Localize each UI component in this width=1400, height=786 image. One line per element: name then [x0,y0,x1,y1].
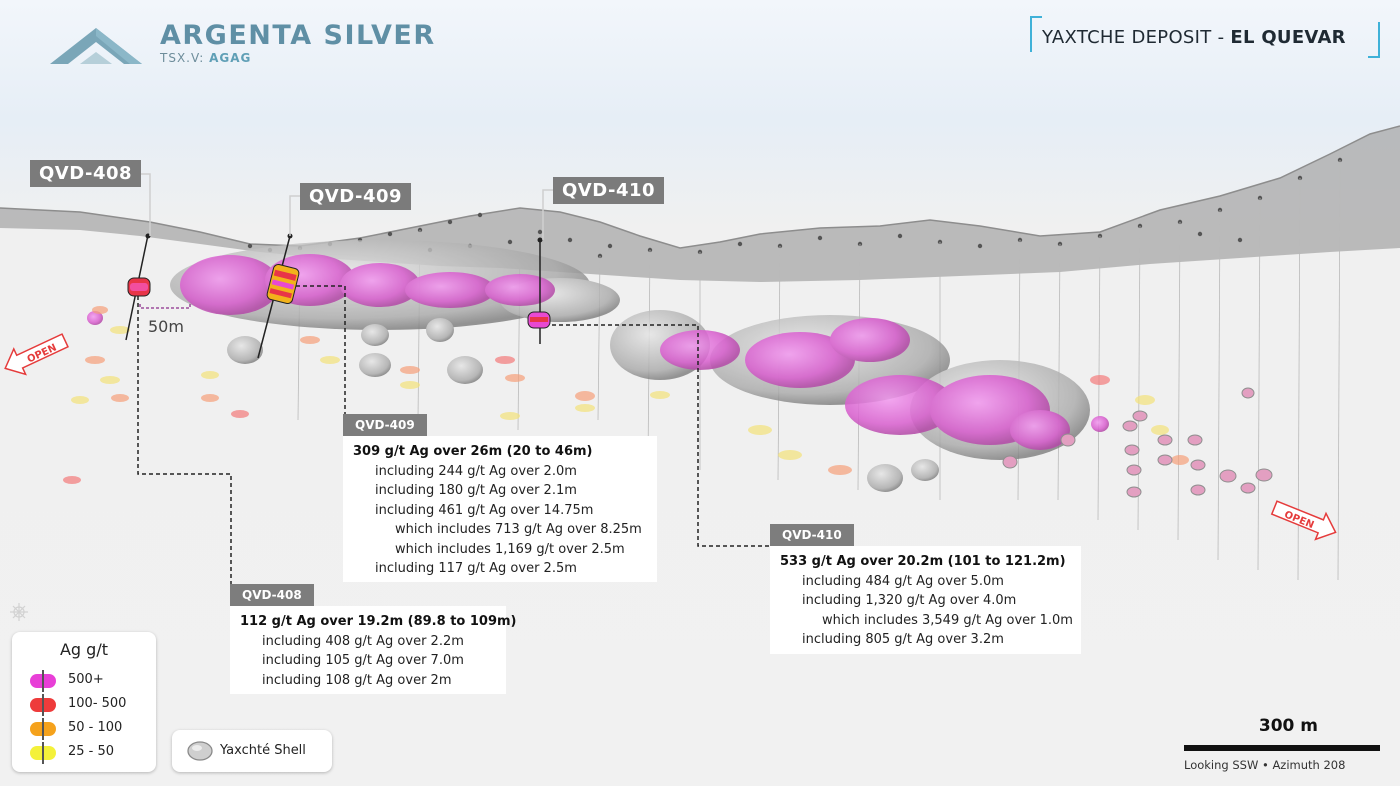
view-direction: Looking SSW • Azimuth 208 [1184,758,1346,772]
scale-line [1184,745,1380,751]
deposit-title-text: YAXTCHE DEPOSIT - EL QUEVAR [1042,27,1346,48]
open-arrow-left: OPEN [4,333,69,376]
intercept-headline: 309 g/t Ag over 26m (20 to 46m) [353,444,593,459]
intercept-box-qvd409: 309 g/t Ag over 26m (20 to 46m) includin… [343,436,657,582]
grade-legend: Ag g/t 500+ 100- 500 50 - 100 25 - 50 [12,632,156,772]
intercept-subline: which includes 713 g/t Ag over 8.25m [395,522,642,537]
intercept-line: including 1,320 g/t Ag over 4.0m [802,593,1017,608]
deposit-name: EL QUEVAR [1230,27,1346,48]
high-grade-zones [87,254,1109,450]
legend-label: 100- 500 [68,696,127,711]
ticker: TSX.V: AGAG [160,51,251,65]
hole-label-qvd410: QVD-410 [553,177,665,204]
intercept-line: including 117 g/t Ag over 2.5m [375,561,577,576]
legend-title: Ag g/t [59,640,108,659]
intercept-connectors [137,285,772,584]
intercept-subline: which includes 1,169 g/t over 2.5m [395,541,625,557]
intercept-line: including 108 g/t Ag over 2m [262,672,452,688]
distance-marker [139,304,191,309]
intercept-line: including 461 g/t Ag over 14.75m [375,502,594,518]
intercept-tag-qvd409: QVD-409 [343,414,427,436]
company-name: ARGENTA SILVER [160,20,436,51]
intercept-line: including 244 g/t Ag over 2.0m [375,463,577,479]
ticker-symbol: AGAG [209,51,252,65]
legend-label: 500+ [68,672,104,687]
legend-swatch [30,718,56,740]
distance-label: 50m [148,317,184,336]
title-bracket-right [1368,22,1380,58]
deposit-prefix: YAXTCHE DEPOSIT - [1042,27,1231,48]
intercept-line: including 484 g/t Ag over 5.0m [802,573,1004,589]
legend-swatch [30,670,56,692]
compass-icon [10,603,28,621]
grade-discs [63,306,1189,484]
company-logo: ARGENTA SILVER TSX.V: AGAG [50,20,450,70]
mountain-logo-icon [50,28,142,64]
intercept-box-qvd410: 533 g/t Ag over 20.2m (101 to 121.2m) in… [770,546,1081,654]
qvd410-hole [527,237,551,344]
shell-legend: Yaxchté Shell [172,730,332,772]
intercept-headline: 112 g/t Ag over 19.2m (89.8 to 109m) [240,614,517,629]
intercept-headline: 533 g/t Ag over 20.2m (101 to 121.2m) [780,554,1066,569]
shell-icon [187,741,213,761]
intercept-box-qvd408: 112 g/t Ag over 19.2m (89.8 to 109m) inc… [230,606,517,694]
shell-legend-label: Yaxchté Shell [220,743,306,758]
legend-label: 50 - 100 [68,720,123,735]
intercept-line: including 105 g/t Ag over 7.0m [262,653,464,668]
hole-label-qvd408: QVD-408 [30,160,142,187]
qvd408-hole [125,233,151,341]
intercept-tag-qvd408: QVD-408 [230,584,314,606]
legend-swatch [30,694,56,716]
scale-bar: 300 m Looking SSW • Azimuth 208 [1182,716,1382,776]
title-bracket-left [1030,16,1042,52]
intercept-subline: which includes 3,549 g/t Ag over 1.0m [822,612,1073,628]
ticker-prefix: TSX.V: [160,51,205,65]
hole-label-qvd409: QVD-409 [300,183,412,210]
legend-label: 25 - 50 [68,744,115,759]
deposit-title: YAXTCHE DEPOSIT - EL QUEVAR [1030,16,1380,58]
intercept-line: including 805 g/t Ag over 3.2m [802,632,1004,647]
intercept-line: including 180 g/t Ag over 2.1m [375,483,577,498]
scale-distance: 300 m [1258,716,1318,736]
intercept-line: including 408 g/t Ag over 2.2m [262,633,464,649]
qvd409-hole [257,233,300,359]
discrete-intercepts [1002,387,1273,498]
intercept-tag-qvd410: QVD-410 [770,524,854,546]
open-arrow-right: OPEN [1270,500,1337,541]
legend-swatch [30,742,56,764]
